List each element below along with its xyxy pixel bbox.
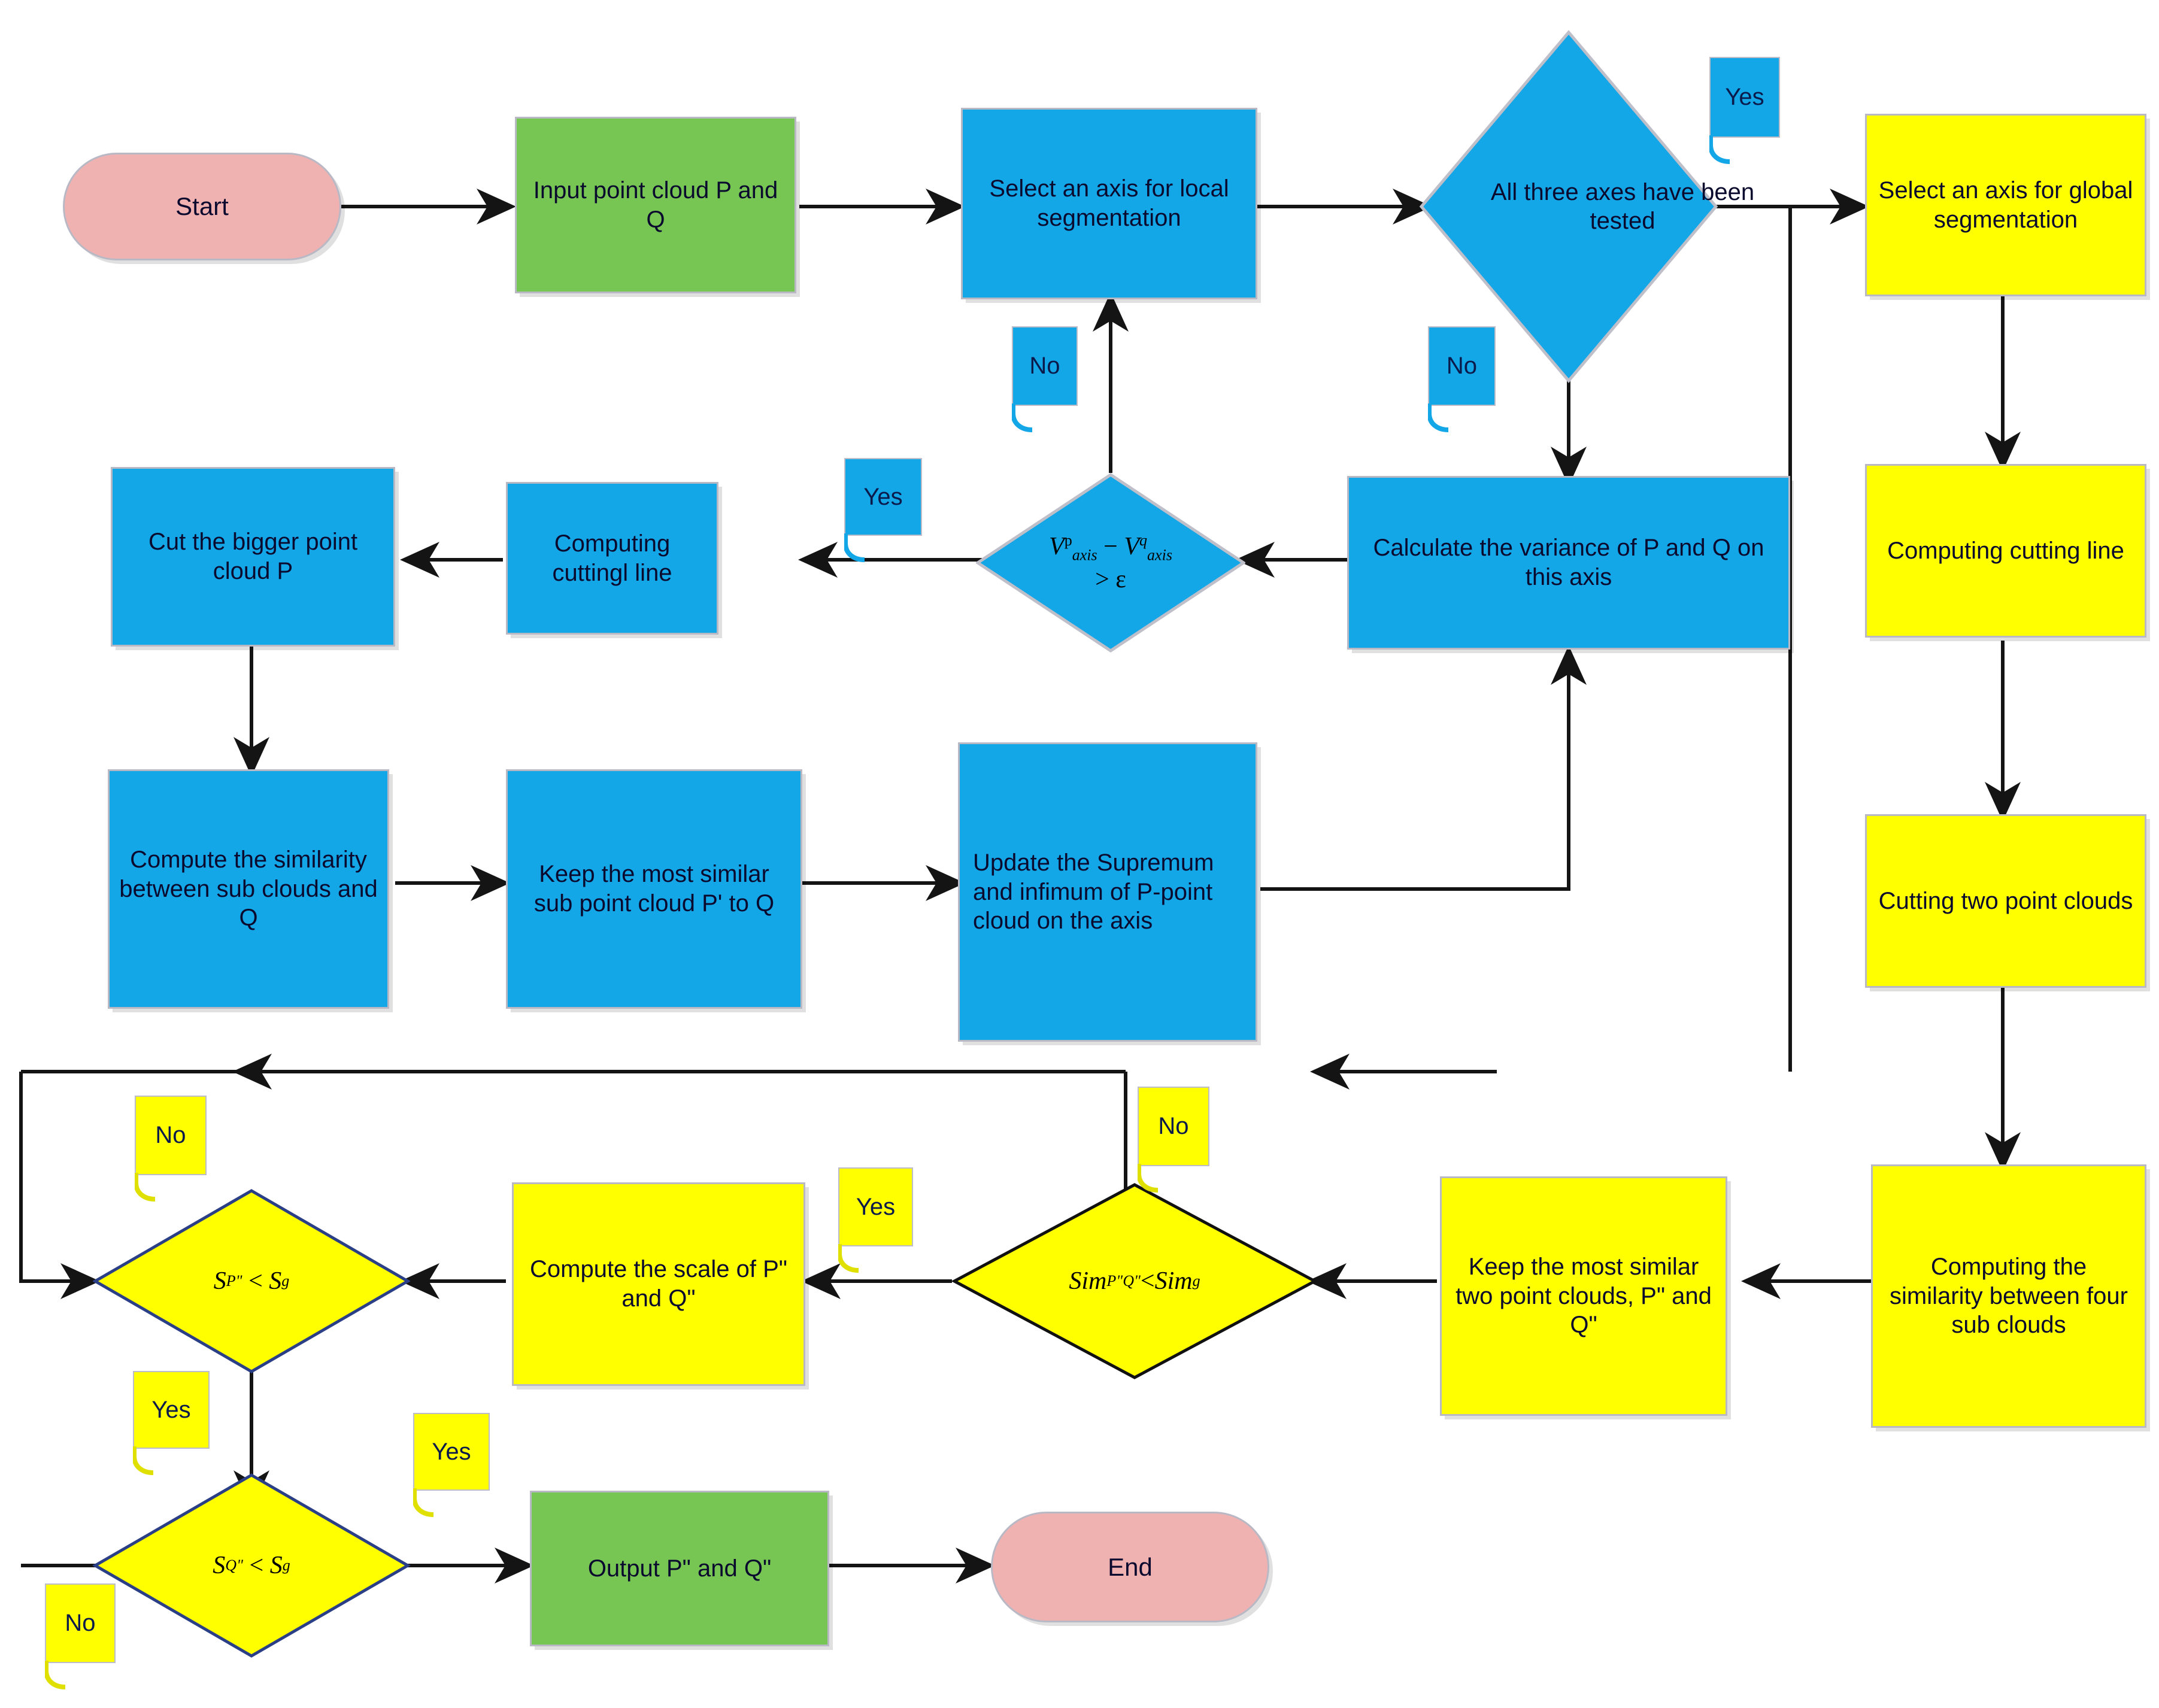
edge-label-no-sp: No — [135, 1096, 207, 1202]
diamond-shape — [1419, 30, 1718, 383]
node-computing-cutting-line-global[interactable]: Computing cutting line — [1865, 464, 2146, 638]
edge-label-text: No — [1029, 353, 1060, 379]
v-term-1: V — [1049, 532, 1065, 560]
sim-operator: < — [1140, 1267, 1155, 1295]
sim-sub-pq: P"Q" — [1106, 1272, 1141, 1290]
edge-label-text: No — [1446, 353, 1478, 379]
edge-label-text: No — [1158, 1113, 1189, 1139]
edge-label-text: Yes — [856, 1193, 896, 1220]
sp-term-2: S — [269, 1267, 282, 1295]
node-input-label: Input point cloud P and Q — [533, 177, 778, 233]
sq-operator: < — [249, 1551, 264, 1579]
node-end-label: End — [1108, 1552, 1153, 1581]
edge-label-text: Yes — [1725, 84, 1764, 110]
node-cutting-two-label: Cutting two point clouds — [1878, 887, 2133, 914]
edge-label-yes-sim-global: Yes — [838, 1167, 913, 1273]
sp-term-1: S — [213, 1267, 226, 1295]
diamond-shape — [93, 1473, 410, 1658]
note-curl-icon — [1012, 404, 1033, 432]
node-cut-line-global-label: Computing cutting line — [1887, 537, 2124, 564]
sim-sub-g: g — [1192, 1272, 1200, 1290]
node-select-axis-local[interactable]: Select an axis for local segmentation — [961, 108, 1257, 299]
node-sim-four-label: Computing the similarity between four su… — [1890, 1253, 2128, 1339]
note-curl-icon — [1709, 135, 1730, 164]
edge-label-text: Yes — [432, 1438, 471, 1465]
minus-sign: − — [1103, 532, 1118, 560]
note-curl-icon — [838, 1244, 859, 1273]
note-curl-icon — [413, 1488, 434, 1517]
node-output-label: Output P" and Q" — [587, 1555, 772, 1582]
note-curl-icon — [133, 1446, 154, 1475]
sp-operator: < — [248, 1267, 263, 1295]
sp-sub-g: g — [281, 1272, 290, 1290]
note-curl-icon — [45, 1661, 66, 1689]
edge-label-text: No — [155, 1122, 186, 1148]
note-curl-icon — [844, 533, 865, 562]
variance-expression: Vpaxis − Vqaxis — [1049, 531, 1172, 565]
note-curl-icon — [1138, 1164, 1159, 1193]
edge-label-no-sim-global: No — [1138, 1087, 1209, 1193]
edge-label-no-sq: No — [45, 1583, 116, 1689]
node-cut-bigger-label: Cut the bigger point cloud P — [148, 529, 358, 584]
node-start-label: Start — [175, 192, 229, 221]
edge-label-no-local-loop: No — [1012, 326, 1078, 432]
node-keep-sub-label: Keep the most similar sub point cloud P'… — [533, 861, 775, 917]
sq-sub-g: g — [282, 1557, 290, 1574]
node-variance-threshold-test[interactable]: Vpaxis − Vqaxis > ε — [976, 473, 1245, 653]
node-input-point-cloud[interactable]: Input point cloud P and Q — [515, 117, 796, 293]
diamond-shape — [952, 1183, 1317, 1379]
node-all-axes-tested[interactable]: All three axes have been tested — [1419, 30, 1754, 383]
node-update-supremum[interactable]: Update the Supremum and infimum of P-poi… — [958, 742, 1257, 1042]
node-compute-similarity-sub[interactable]: Compute the similarity between sub cloud… — [108, 769, 389, 1009]
edge-label-yes-sq: Yes — [413, 1413, 490, 1517]
node-update-supremum-label: Update the Supremum and infimum of P-poi… — [973, 849, 1214, 935]
v-sup-q: q — [1139, 531, 1148, 549]
node-cutting-two-clouds[interactable]: Cutting two point clouds — [1865, 814, 2146, 988]
v-term-2: V — [1124, 532, 1139, 560]
sp-sub-p: P" — [226, 1272, 242, 1290]
node-select-global-label: Select an axis for global segmentation — [1878, 177, 2133, 233]
node-compute-sim-sub-label: Compute the similarity between sub cloud… — [119, 846, 378, 932]
node-cut-bigger-cloud[interactable]: Cut the bigger point cloud P — [111, 467, 395, 647]
edge-label-yes-all-axes: Yes — [1709, 57, 1780, 164]
note-curl-icon — [135, 1173, 156, 1202]
node-keep-most-similar-two[interactable]: Keep the most similar two point clouds, … — [1440, 1176, 1727, 1416]
sq-term-2: S — [269, 1551, 283, 1579]
sim-term-2: Sim — [1154, 1267, 1193, 1295]
diamond-shape — [976, 473, 1245, 653]
edge-label-yes-variance: Yes — [844, 458, 922, 562]
diamond-shape — [93, 1189, 410, 1373]
node-select-axis-global[interactable]: Select an axis for global segmentation — [1865, 114, 2146, 296]
node-computing-cutting-line-local[interactable]: Computing cuttingl line — [506, 482, 718, 635]
note-curl-icon — [1428, 404, 1449, 432]
node-all-axes-label: All three axes have been tested — [1490, 179, 1755, 234]
edge-label-text: Yes — [151, 1396, 191, 1423]
node-keep-two-label: Keep the most similar two point clouds, … — [1455, 1253, 1712, 1339]
sq-sub-q: Q" — [225, 1557, 244, 1574]
edge-label-text: No — [65, 1610, 96, 1636]
sim-term-1: Sim — [1069, 1267, 1107, 1295]
sq-term-1: S — [213, 1551, 226, 1579]
node-computing-similarity-four[interactable]: Computing the similarity between four su… — [1871, 1164, 2146, 1428]
node-end[interactable]: End — [991, 1512, 1269, 1622]
node-select-local-label: Select an axis for local segmentation — [989, 175, 1229, 231]
node-calculate-variance[interactable]: Calculate the variance of P and Q on thi… — [1347, 476, 1790, 650]
v-sub-axis-1: axis — [1072, 546, 1097, 564]
edge-label-yes-sp: Yes — [133, 1371, 210, 1475]
node-start[interactable]: Start — [63, 153, 341, 260]
node-compute-scale[interactable]: Compute the scale of P" and Q" — [512, 1182, 805, 1386]
edge-label-text: Yes — [863, 483, 903, 510]
node-output[interactable]: Output P" and Q" — [530, 1491, 829, 1646]
node-keep-most-similar-sub[interactable]: Keep the most similar sub point cloud P'… — [506, 769, 802, 1009]
edge-label-no-variance: No — [1428, 326, 1496, 432]
v-sub-axis-2: axis — [1147, 546, 1172, 564]
node-calc-variance-label: Calculate the variance of P and Q on thi… — [1373, 535, 1764, 590]
node-cut-line-local-label: Computing cuttingl line — [552, 530, 672, 586]
v-sup-p: p — [1064, 531, 1072, 549]
variance-compare: > ε — [1095, 565, 1126, 593]
node-compute-scale-label: Compute the scale of P" and Q" — [530, 1256, 787, 1312]
